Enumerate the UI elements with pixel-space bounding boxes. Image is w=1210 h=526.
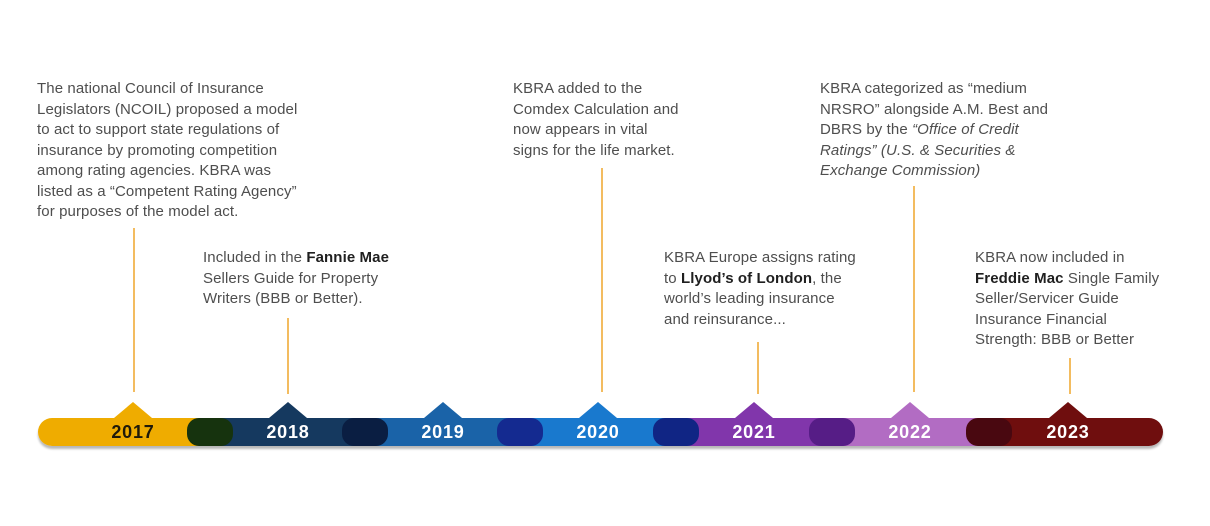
milestone-text-2017: The national Council of Insurance Legisl… xyxy=(37,79,309,223)
milestone-text-2021: KBRA Europe assigns rating to Llyod’s of… xyxy=(664,248,862,330)
year-arrow-2017 xyxy=(114,402,152,418)
drop-line-2022 xyxy=(913,186,915,392)
milestone-span: Sellers Guide for Property Writers (BBB … xyxy=(203,269,379,308)
milestone-emphasis: Llyod’s of London xyxy=(680,269,813,287)
year-arrow-2023 xyxy=(1049,402,1087,418)
timeline-segment-2017 xyxy=(38,418,210,446)
connector-pill-4 xyxy=(653,418,699,446)
connector-pill-5 xyxy=(809,418,855,446)
drop-line-2023 xyxy=(1069,358,1071,394)
milestone-emphasis: Fannie Mae xyxy=(306,249,390,266)
year-label-2020: 2020 xyxy=(576,422,620,442)
timeline-segment-2020 xyxy=(520,418,676,446)
milestone-span: KBRA added to the Comdex Calculation and… xyxy=(513,80,679,159)
milestone-span: KBRA Europe assigns rating to xyxy=(664,249,856,287)
connector-pill-6 xyxy=(966,418,1012,446)
year-label-2018: 2018 xyxy=(266,422,310,442)
milestone-span: The national Council of Insurance Legisl… xyxy=(37,80,298,220)
year-label-2019: 2019 xyxy=(421,422,465,442)
milestone-emphasis: Freddie Mac xyxy=(975,269,1064,287)
year-arrow-2018 xyxy=(269,402,307,418)
drop-line-2021 xyxy=(757,342,759,394)
year-arrow-2022 xyxy=(891,402,929,418)
year-label-2023: 2023 xyxy=(1046,422,1090,442)
timeline-segment-2019 xyxy=(365,418,520,446)
timeline-segment-2023 xyxy=(989,418,1163,446)
milestone-span: KBRA categorized as “medium NRSRO” along… xyxy=(820,80,1049,138)
milestone-text-2022: KBRA categorized as “medium NRSRO” along… xyxy=(820,79,1060,182)
year-arrow-2021 xyxy=(735,402,773,418)
timeline-segment-2022 xyxy=(832,418,989,446)
connector-pill-1 xyxy=(187,418,233,446)
milestone-span: Single Family Seller/Servicer Guide Insu… xyxy=(975,269,1160,349)
drop-line-2018 xyxy=(287,318,289,394)
year-label-2017: 2017 xyxy=(111,422,155,442)
drop-line-2020 xyxy=(601,168,603,392)
connector-pill-3 xyxy=(497,418,543,446)
timeline-segment-2021 xyxy=(676,418,832,446)
timeline-bar: 2017 2018 2019 2020 2021 2022 2023 xyxy=(38,418,1163,446)
timeline-segment-2018 xyxy=(210,418,365,446)
year-label-2021: 2021 xyxy=(732,422,776,442)
milestone-text-2023: KBRA now included in Freddie Mac Single … xyxy=(975,248,1160,351)
connector-pill-2 xyxy=(342,418,388,446)
drop-line-2017 xyxy=(133,228,135,392)
year-arrow-2019 xyxy=(424,402,462,418)
milestone-span: , the world’s leading insurance and rein… xyxy=(664,269,842,328)
milestone-italic: “Office of Credit Ratings” (U.S. & Secur… xyxy=(820,121,1019,179)
year-label-2022: 2022 xyxy=(888,422,932,442)
year-arrow-2020 xyxy=(579,402,617,418)
milestone-text-2020: KBRA added to the Comdex Calculation and… xyxy=(513,79,685,161)
milestone-text-2018: Included in the Fannie Mae Sellers Guide… xyxy=(203,248,415,310)
milestone-span: KBRA now included in xyxy=(975,249,1125,266)
milestone-span: Included in the xyxy=(203,249,307,266)
